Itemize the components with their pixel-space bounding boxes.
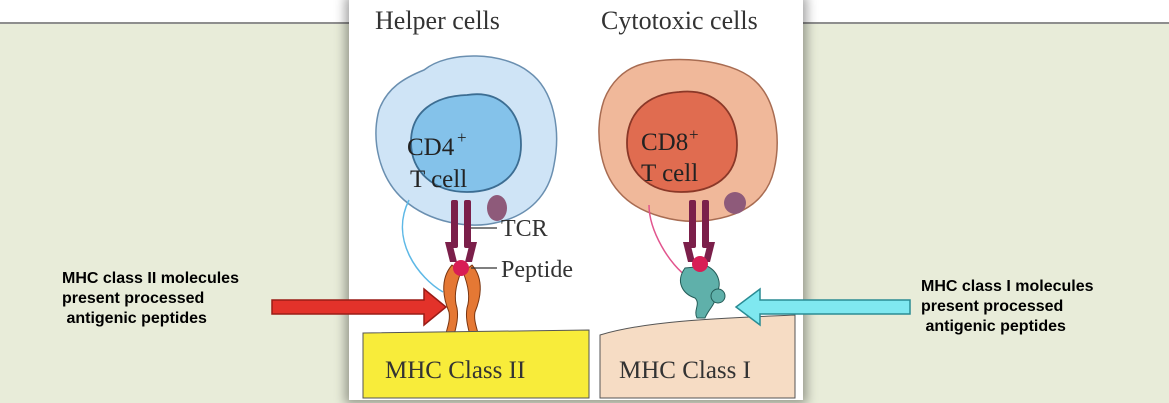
diagram-svg: Helper cells Cytotoxic cells CD4 + T cel… (362, 6, 796, 399)
cytotoxic-cell-nucleus (626, 90, 738, 193)
mhc-class-i-box (599, 314, 796, 399)
tcr-left (445, 200, 477, 262)
cyan-arrow (734, 287, 911, 327)
cytotoxic-cell-bleb (724, 192, 746, 214)
mhc-class-ii-box (362, 329, 590, 399)
tcr-right (683, 200, 715, 262)
cd8-t-cell-label: T cell (641, 160, 698, 187)
peptide-label: Peptide (501, 257, 573, 283)
cd4-coreceptor (401, 199, 444, 293)
cytotoxic-cells-title: Cytotoxic cells (601, 6, 758, 35)
helper-cells-title: Helper cells (375, 6, 500, 35)
right-annotation: MHC class I molecules present processed … (921, 278, 1094, 335)
left-annotation: MHC class II molecules present processed… (62, 270, 239, 327)
mhc-class-i-molecule (680, 265, 726, 319)
cd4-superscript: + (457, 128, 467, 147)
mhc-class-i-box-label: MHC Class I (619, 357, 751, 384)
cd4-t-cell-label: T cell (410, 166, 467, 193)
red-arrow (271, 287, 448, 327)
mhc-class-ii-box-label: MHC Class II (385, 357, 525, 384)
helper-cell-nucleus (410, 93, 522, 193)
diagram-panel: Helper cells Cytotoxic cells CD4 + T cel… (349, 0, 803, 400)
cd8-label: CD8 (641, 129, 688, 156)
helper-cell-bleb (487, 195, 507, 221)
peptide-right (692, 256, 708, 272)
cd8-superscript: + (689, 125, 699, 144)
cd4-label: CD4 (407, 134, 455, 161)
tcr-label: TCR (501, 216, 548, 242)
peptide-left (453, 260, 469, 276)
